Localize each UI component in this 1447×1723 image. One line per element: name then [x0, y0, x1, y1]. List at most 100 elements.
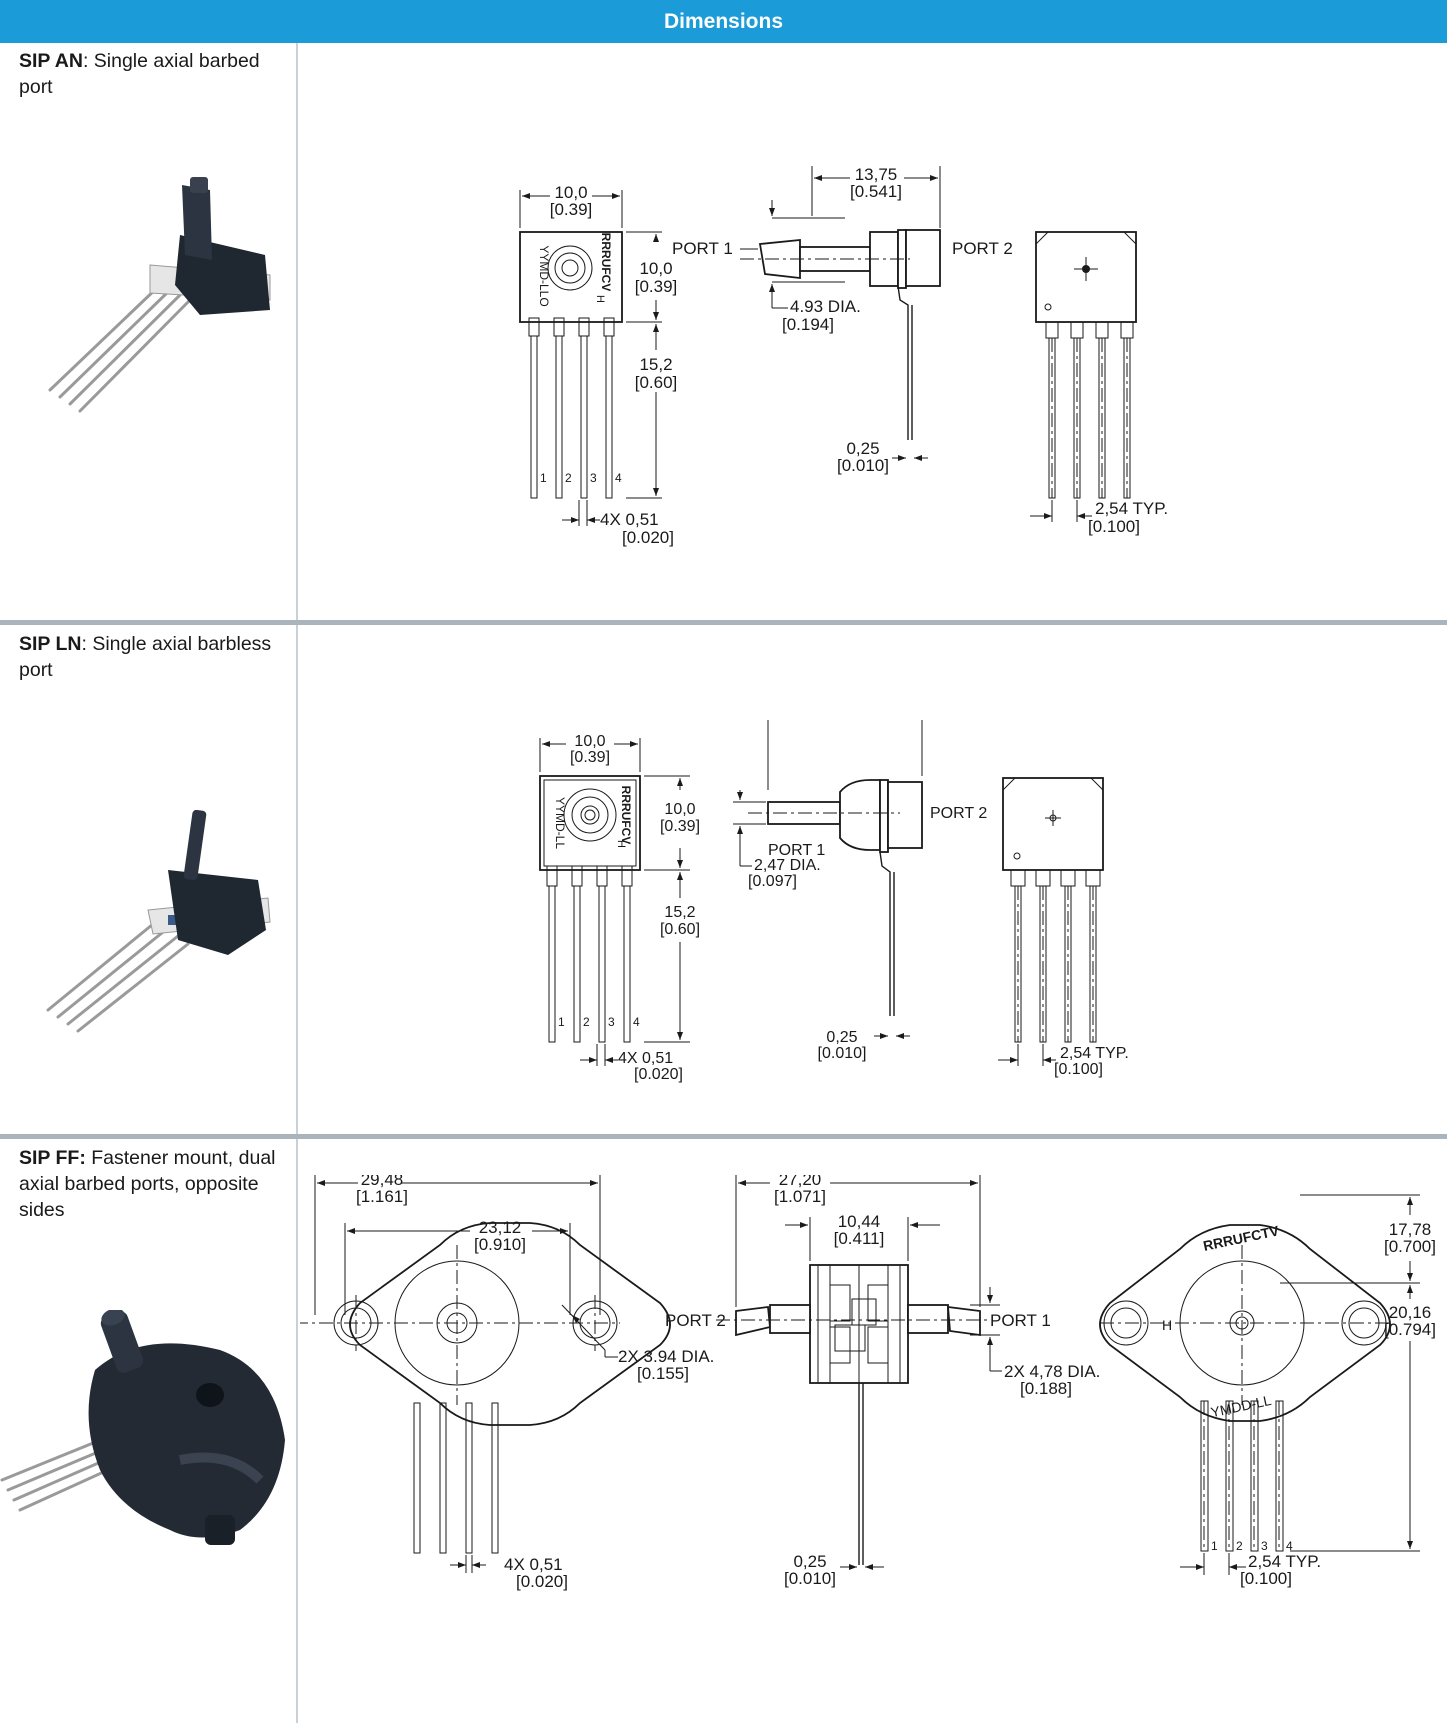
hole-diameter: 2X 3.94 DIA. — [618, 1347, 714, 1366]
row-label-sip-an: SIP AN: Single axial barbed port — [19, 48, 284, 100]
lead-length-in: [0.60] — [635, 373, 678, 392]
column-divider — [296, 43, 298, 1723]
row-description: : Single axial barbless port — [19, 633, 272, 681]
hole-diameter-in: [0.155] — [637, 1364, 689, 1383]
depth-mm: 13,75 — [855, 165, 898, 184]
marking-h: H — [1162, 1317, 1172, 1333]
pitch-mm: 2,54 TYP. — [1095, 499, 1168, 518]
pin-3-label: 3 — [608, 1015, 615, 1029]
thickness-mm: 0,25 — [793, 1552, 826, 1571]
pin-2-label: 2 — [1236, 1539, 1243, 1553]
sip-an-product-photo — [48, 177, 271, 413]
height-in: [0.39] — [635, 277, 678, 296]
mount-height-mm: 17,78 — [1389, 1220, 1432, 1239]
pin-2-label: 2 — [583, 1015, 590, 1029]
sip-ff-product-photo — [0, 1310, 285, 1545]
row-code: SIP LN — [19, 633, 82, 655]
marking-part: RRRUFCV — [619, 786, 633, 845]
thickness-mm: 0,25 — [826, 1029, 857, 1046]
lead-width-mm: 4X 0,51 — [600, 510, 659, 529]
hole-spacing-mm: 23,12 — [479, 1218, 522, 1237]
thickness-in: [0.010] — [784, 1569, 836, 1588]
sip-an-dimension-drawing: YYMD-LLO RRRUFCV H 1 2 3 4 10,0 [0.39] 1… — [519, 165, 1168, 547]
lead-length-in: [0.794] — [1384, 1320, 1436, 1339]
width-in: [0.39] — [570, 749, 610, 766]
lead-width-mm: 4X 0,51 — [618, 1050, 673, 1067]
pitch-in: [0.100] — [1240, 1569, 1292, 1588]
width-in: [0.39] — [550, 200, 593, 219]
thickness-in: [0.010] — [818, 1045, 867, 1062]
lead-length-mm: 15,2 — [664, 904, 695, 921]
sip-ln-dimension-drawing: YYMD-LL RRRUFCV H 1 2 3 4 10,0 [0.39] 10… — [539, 720, 1129, 1083]
port-2-label: PORT 2 — [665, 1311, 726, 1330]
pitch-in: [0.100] — [1054, 1061, 1103, 1078]
body-width-in: [0.411] — [834, 1229, 885, 1248]
front-view: YYMD-LLO RRRUFCV H 1 2 3 4 10,0 [0.39] 1… — [519, 183, 678, 547]
back-view: 2,54 TYP. [0.100] — [1030, 231, 1168, 536]
row-description: : Single axial barbed port — [19, 50, 260, 98]
lead-length-mm: 15,2 — [639, 355, 672, 374]
marking-code: YYMD-LLO — [537, 245, 551, 306]
body-width-mm: 10,44 — [838, 1212, 881, 1231]
mount-height-in: [0.700] — [1384, 1237, 1436, 1256]
side-width-in: [1.071] — [774, 1187, 826, 1206]
lead-width-in: [0.020] — [516, 1572, 568, 1591]
pitch-mm: 2,54 TYP. — [1060, 1045, 1129, 1062]
pin-4-label: 4 — [615, 471, 622, 485]
lead-length-mm: 20,16 — [1389, 1303, 1432, 1322]
port-diameter: 4.93 DIA. — [790, 297, 861, 316]
depth-in: [0.541] — [850, 182, 902, 201]
height-in: [0.39] — [660, 818, 700, 835]
marking-code: YYMD-LL — [553, 797, 567, 849]
overall-width-mm: 29,48 — [361, 1175, 404, 1189]
pin-2-label: 2 — [565, 471, 572, 485]
row-label-sip-ln: SIP LN: Single axial barbless port — [19, 631, 284, 683]
front-view: 29,48 [1.161] 23,12 [0.910] 2X 3.94 DIA.… — [300, 1175, 714, 1591]
height-mm: 10,0 — [639, 259, 672, 278]
overall-width-in: [1.161] — [356, 1187, 408, 1206]
port-diameter-in: [0.194] — [782, 315, 834, 334]
side-view: PORT 2 PORT 1 27,20 [1.071] 10,44 [0.411… — [665, 1175, 1100, 1588]
lead-width-in: [0.020] — [622, 528, 674, 547]
hole-spacing-in: [0.910] — [474, 1235, 526, 1254]
row-divider — [0, 620, 1447, 625]
front-view: YYMD-LL RRRUFCV H 1 2 3 4 10,0 [0.39] 10… — [539, 733, 700, 1083]
row-label-sip-ff: SIP FF: Fastener mount, dual axial barbe… — [19, 1145, 284, 1223]
pitch-mm: 2,54 TYP. — [1248, 1552, 1321, 1571]
pin-4-label: 4 — [633, 1015, 640, 1029]
thickness-in: [0.010] — [837, 456, 889, 475]
pin-1-label: 1 — [540, 471, 547, 485]
pin-3-label: 3 — [590, 471, 597, 485]
pin-1-label: 1 — [558, 1015, 565, 1029]
side-view: PORT 1 PORT 2 13,75 [0.541] 4.93 DIA. [0… — [672, 165, 1013, 475]
thickness-mm: 0,25 — [846, 439, 879, 458]
lead-width-mm: 4X 0,51 — [504, 1555, 563, 1574]
marking-part: RRRUFCV — [599, 233, 613, 292]
side-view: PORT 2 PORT 1 2,47 DIA. [0.097] 0,25 [0.… — [733, 720, 987, 1062]
port-diameter: 2X 4,78 DIA. — [1004, 1362, 1100, 1381]
height-mm: 10,0 — [664, 801, 695, 818]
back-view: 2,54 TYP. [0.100] — [998, 777, 1129, 1078]
row-divider — [0, 1134, 1447, 1139]
row-description: Fastener mount, dual axial barbed ports,… — [19, 1147, 276, 1221]
port-diameter-in: [0.188] — [1020, 1379, 1072, 1398]
pin-3-label: 3 — [1261, 1539, 1268, 1553]
port-1-label: PORT 1 — [672, 239, 733, 258]
width-mm: 10,0 — [574, 733, 605, 750]
side-width-mm: 27,20 — [779, 1175, 822, 1189]
port-2-label: PORT 2 — [952, 239, 1013, 258]
width-mm: 10,0 — [554, 183, 587, 202]
port-diameter: 2,47 DIA. — [754, 857, 821, 874]
header-title: Dimensions — [663, 9, 784, 33]
row-code: SIP AN — [19, 50, 83, 72]
marking-h: H — [594, 295, 606, 303]
back-view: RRRUFCTV YMDD-LL H 1 2 3 4 17,78 [0.700]… — [1099, 1194, 1436, 1588]
pin-1-label: 1 — [1211, 1539, 1218, 1553]
port-1-label: PORT 1 — [768, 842, 825, 859]
pitch-in: [0.100] — [1088, 517, 1140, 536]
port-2-label: PORT 2 — [930, 805, 987, 822]
sip-ln-product-photo — [46, 810, 271, 1033]
pin-4-label: 4 — [1286, 1539, 1293, 1553]
dimensions-header: Dimensions — [0, 0, 1447, 43]
lead-length-in: [0.60] — [660, 921, 700, 938]
